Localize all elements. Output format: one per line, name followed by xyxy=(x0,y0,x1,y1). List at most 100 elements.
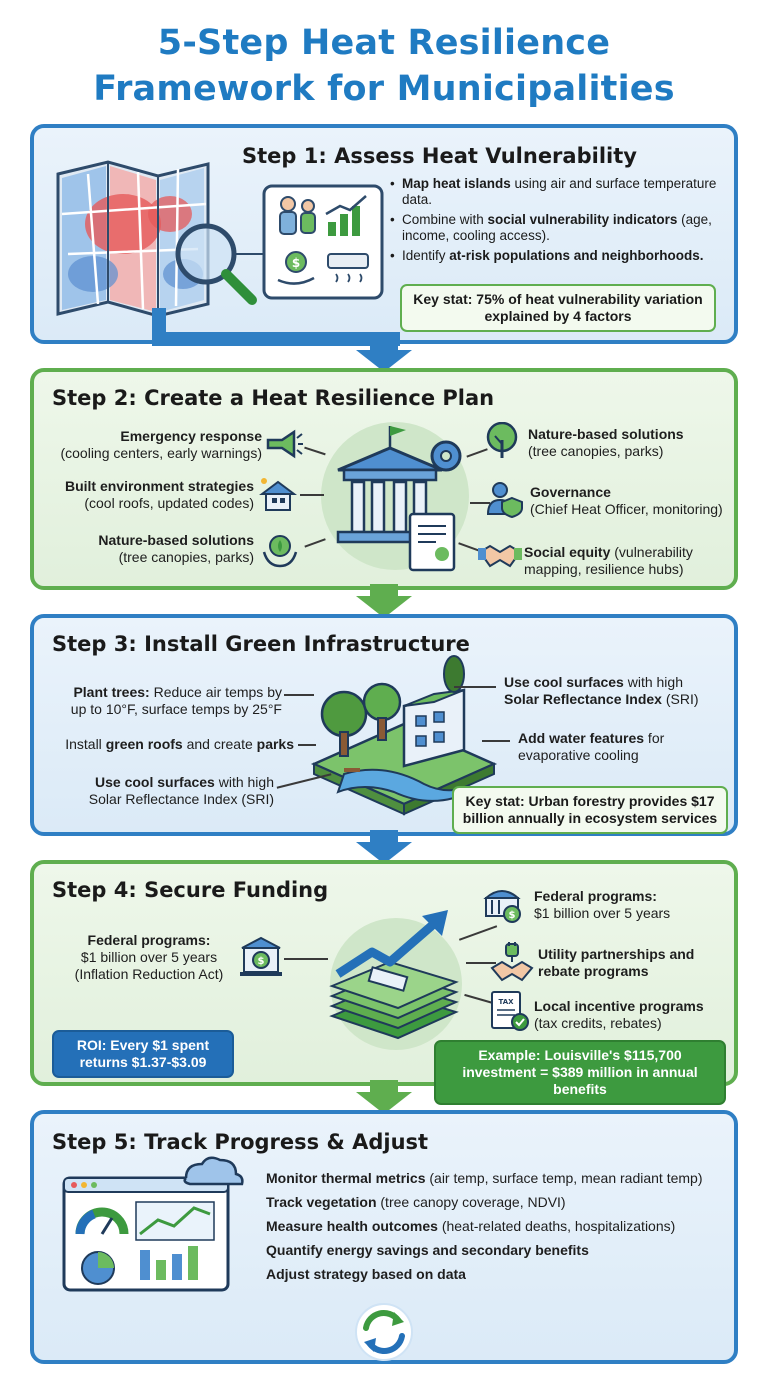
step-4-left-item-line-3: (Inflation Reduction Act) xyxy=(74,966,224,982)
step-4-right-item-1: Federal programs: $1 billion over 5 year… xyxy=(534,888,734,922)
step-2-left-item-1: Emergency response (cooling centers, ear… xyxy=(44,428,262,462)
step-4-right-item-2-bold-2: rebate programs xyxy=(538,963,649,979)
handshake-icon xyxy=(478,544,522,568)
step-4-left-item-bold: Federal programs: xyxy=(87,932,211,948)
svg-text:TAX: TAX xyxy=(498,998,514,1006)
step-1-title: Step 1: Assess Heat Vulnerability xyxy=(242,144,637,168)
step-2-left-item-2: Built environment strategies (cool roofs… xyxy=(38,478,254,512)
hands-plant-icon xyxy=(262,535,298,568)
title-line-2: Framework for Municipalities xyxy=(93,69,675,109)
step-2-line-r2 xyxy=(470,502,490,504)
step-2-left-item-3: Nature-based solutions (tree canopies, p… xyxy=(44,532,254,566)
arrow-step-2-to-3 xyxy=(356,584,412,618)
step-5-item-1-bold: Monitor thermal metrics xyxy=(266,1170,426,1186)
step-3-left-item-2-bold-2: parks xyxy=(256,736,294,752)
step-3-title: Step 3: Install Green Infrastructure xyxy=(52,632,470,656)
step-3-left-item-2: Install green roofs and create parks xyxy=(42,736,294,753)
step-4-title: Step 4: Secure Funding xyxy=(52,878,329,902)
step-1-bullet-3-pre: Identify xyxy=(402,248,450,263)
step-5-item-3: Measure health outcomes (heat-related de… xyxy=(266,1218,736,1235)
step-4-line-r2 xyxy=(466,962,496,964)
step-3-left-item-2-bold: green roofs xyxy=(105,736,183,752)
step-3-right-item-1-bold: Use cool surfaces xyxy=(504,674,624,690)
step-2-left-item-1-bold: Emergency response xyxy=(120,428,262,444)
step-2-left-item-3-text: (tree canopies, parks) xyxy=(118,549,254,565)
heat-map-icon xyxy=(56,160,268,318)
step-3-right-item-2-bold: Add water features xyxy=(518,730,645,746)
step-3-panel: Step 3: Install Green Infrastructure Pla… xyxy=(30,614,738,836)
step-2-right-item-3: Social equity (vulnerability mapping, re… xyxy=(524,544,734,578)
step-2-left-item-1-text: (cooling centers, early warnings) xyxy=(60,445,262,461)
svg-text:$: $ xyxy=(292,256,300,270)
city-hall-icon xyxy=(321,422,469,572)
step-4-right-item-1-text: $1 billion over 5 years xyxy=(534,905,671,921)
step-5-item-1-text: (air temp, surface temp, mean radiant te… xyxy=(425,1170,703,1186)
step-5-item-4-bold: Quantify energy savings and secondary be… xyxy=(266,1242,589,1258)
step-1-key-stat: Key stat: 75% of heat vulnerability vari… xyxy=(400,284,716,332)
step-4-left-item: Federal programs: $1 billion over 5 year… xyxy=(64,932,234,983)
step-2-left-item-2-bold: Built environment strategies xyxy=(64,478,254,494)
step-5-item-5: Adjust strategy based on data xyxy=(266,1266,736,1283)
step-1-bullet-2-pre: Combine with xyxy=(402,212,488,227)
step-3-left-item-3-line-2: Solar Reflectance Index (SRI) xyxy=(88,791,274,807)
step-4-right-item-3-bold: Local incentive programs xyxy=(534,998,704,1014)
step-3-right-item-2-line-2: evaporative cooling xyxy=(518,747,639,763)
step-4-left-item-line-2: $1 billion over 5 years xyxy=(80,949,218,965)
step-4-roi-stat: ROI: Every $1 spent returns $1.37-$3.09 xyxy=(52,1030,234,1078)
step-2-left-item-2-text: (cool roofs, updated codes) xyxy=(84,495,254,511)
svg-text:$: $ xyxy=(509,910,516,921)
tree-icon xyxy=(486,422,518,458)
step-2-right-item-1: Nature-based solutions (tree canopies, p… xyxy=(528,426,728,460)
step-1-bullet-2: Combine with social vulnerability indica… xyxy=(390,212,720,244)
step-3-left-item-1-text: Reduce air temps by xyxy=(149,684,282,700)
step-3-line-l1 xyxy=(284,694,314,696)
step-2-right-item-1-bold: Nature-based solutions xyxy=(528,426,684,442)
plug-handshake-icon xyxy=(490,942,534,982)
step-5-item-2-bold: Track vegetation xyxy=(266,1194,377,1210)
step-2-right-item-2: Governance (Chief Heat Officer, monitori… xyxy=(530,484,740,518)
step-3-right-item-1-line-2: Solar Reflectance Index xyxy=(504,691,662,707)
bank-dollar-icon: $ xyxy=(240,936,282,976)
arrow-step-3-to-4 xyxy=(356,830,412,864)
step-2-right-item-3-inline: (vulnerability xyxy=(610,544,693,560)
step-5-item-1: Monitor thermal metrics (air temp, surfa… xyxy=(266,1170,736,1187)
step-2-right-item-2-bold: Governance xyxy=(530,484,611,500)
step-5-item-2-text: (tree canopy coverage, NDVI) xyxy=(376,1194,566,1210)
money-growth-icon xyxy=(329,910,462,1050)
governance-person-icon xyxy=(486,482,523,518)
step-4-right-item-3-text: (tax credits, rebates) xyxy=(534,1015,662,1031)
step-3-left-item-2-mid: and create xyxy=(182,736,257,752)
step-2-right-item-1-text: (tree canopies, parks) xyxy=(528,443,664,459)
step-4-right-item-1-bold: Federal programs: xyxy=(534,888,657,904)
step-3-left-item-3: Use cool surfaces with high Solar Reflec… xyxy=(54,774,274,808)
arrow-step-4-to-5 xyxy=(356,1080,412,1114)
step-2-title: Step 2: Create a Heat Resilience Plan xyxy=(52,386,495,410)
step-5-item-3-text: (heat-related deaths, hospitalizations) xyxy=(437,1218,676,1234)
step-5-item-2: Track vegetation (tree canopy coverage, … xyxy=(266,1194,736,1211)
step-2-right-item-3-text: mapping, resilience hubs) xyxy=(524,561,684,577)
step-3-right-item-1-text: with high xyxy=(623,674,683,690)
green-infrastructure-icon xyxy=(310,655,498,816)
step-3-right-item-1-sri: (SRI) xyxy=(661,691,699,707)
refresh-cycle-icon xyxy=(355,1303,413,1361)
step-3-right-item-2-text: for xyxy=(644,730,665,746)
federal-building-icon: $ xyxy=(483,890,521,923)
step-3-right-item-2: Add water features for evaporative cooli… xyxy=(518,730,728,764)
step-1-panel: Step 1: Assess Heat Vulnerability $ xyxy=(30,124,738,346)
step-2-left-item-3-bold: Nature-based solutions xyxy=(98,532,254,548)
house-sun-icon xyxy=(259,478,297,511)
step-3-left-item-1-bold: Plant trees: xyxy=(73,684,150,700)
step-2-panel: Step 2: Create a Heat Resilience Plan Em… xyxy=(30,368,738,590)
arrow-step-1-to-2 xyxy=(356,338,412,372)
step-5-item-3-bold: Measure health outcomes xyxy=(266,1218,438,1234)
step-1-connector-h xyxy=(152,332,400,346)
step-3-left-item-2-pre: Install xyxy=(65,736,106,752)
step-5-item-5-bold: Adjust strategy based on data xyxy=(266,1266,466,1282)
dashboard-icon xyxy=(62,1156,244,1292)
step-3-line-l2 xyxy=(298,744,316,746)
step-1-bullet-1-text: using air and surface temperature data. xyxy=(402,176,717,207)
step-4-example-stat: Example: Louisville's $115,700 investmen… xyxy=(434,1040,726,1105)
social-indicators-icon: $ xyxy=(262,184,384,300)
step-3-left-item-1: Plant trees: Reduce air temps by up to 1… xyxy=(48,684,282,718)
step-1-bullet-3-bold: at-risk populations and neighborhoods. xyxy=(449,248,704,263)
